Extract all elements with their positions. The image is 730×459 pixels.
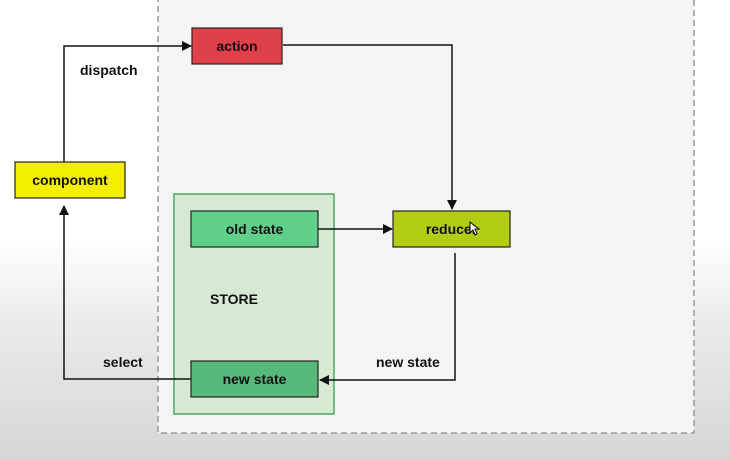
- select-arrow: [59, 205, 191, 380]
- old-state-label: old state: [226, 221, 284, 237]
- component-label: component: [32, 172, 108, 188]
- action-node: action: [191, 27, 283, 65]
- action-to-reducer-arrow: [283, 44, 457, 210]
- mouse-cursor-icon: [469, 220, 481, 236]
- new-state-node: new state: [190, 360, 319, 398]
- store-label: STORE: [210, 291, 258, 307]
- action-label: action: [216, 38, 257, 54]
- reducer-label: reducer: [426, 221, 478, 237]
- component-node: component: [14, 161, 126, 199]
- reducer-to-new-state-arrow: [319, 253, 456, 385]
- dispatch-arrow: [63, 41, 192, 162]
- reducer-node: reducer: [392, 210, 511, 248]
- old-state-node: old state: [190, 210, 319, 248]
- new-state-label: new state: [223, 371, 287, 387]
- new-state-edge-label: new state: [376, 354, 440, 370]
- select-label: select: [103, 354, 143, 370]
- dispatch-label: dispatch: [80, 62, 138, 78]
